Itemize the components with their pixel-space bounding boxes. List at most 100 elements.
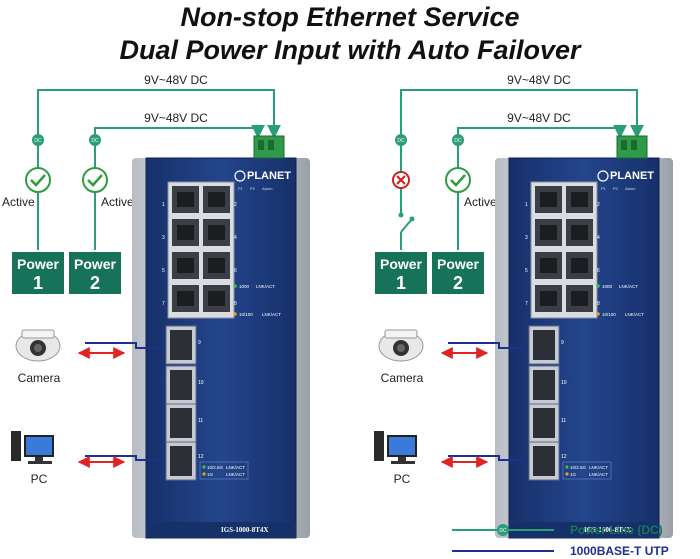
power1-box [375,252,427,294]
port-number: 8 [234,301,237,307]
dc-badge-icon [452,134,464,146]
voltage-label-mid-left: 9V~48V DC [144,111,208,125]
led-1000: 1000 [602,284,613,289]
power2-num: 2 [453,273,463,293]
led-lnkact: LNK/ACT [262,312,281,317]
pc-label: PC [394,472,411,486]
left-scenario: 9V~48V DC 9V~48V DC DC DC Active Active … [2,73,311,539]
port-number: 3 [525,235,528,241]
utp-line-camera [85,342,160,349]
power1-box [12,252,64,294]
port-number: 9 [561,340,564,346]
switch: PLANET IGS-1000-8T4X P1 P2 Alarm 1000 LN… [494,135,674,539]
power2-word: Power [74,256,117,272]
power2-box [432,252,484,294]
camera-label: Camera [18,371,61,385]
power2-status: Active [101,195,134,209]
power1-num: 1 [33,273,43,293]
voltage-label-top-right: 9V~48V DC [507,73,571,87]
title-line-2: Dual Power Input with Auto Failover [119,35,581,65]
led-p2: P2 [613,186,619,191]
led-lnkact: LNK/ACT [256,284,275,289]
power1-num: 1 [396,273,406,293]
dc-badge-label: DC [34,138,42,144]
port-number: 7 [525,301,528,307]
power1-word: Power [17,256,60,272]
led-sfp-act: LNK/ACT [589,465,608,470]
led-10-100: 10/100 [602,312,616,317]
port-number: 9 [198,340,201,346]
port-number: 11 [561,418,566,424]
dc-line-power2 [94,124,265,148]
led-lnkact: LNK/ACT [619,284,638,289]
port-number: 3 [162,235,165,241]
dc-badge-label: DC [499,528,507,534]
dc-badge-label: DC [454,138,462,144]
dc-badge-icon [497,524,509,536]
port-number: 6 [234,268,237,274]
switch: PLANET IGS-1000-8T4X P1 P2 Alarm 1000 LN… [131,135,311,539]
led-alarm: Alarm [625,186,636,191]
open-switch-icon [400,218,413,233]
port-number: 1 [162,202,165,208]
led-1000: 1000 [239,284,250,289]
led-sfp-act: LNK/ACT [226,465,245,470]
port-number: 12 [198,454,204,460]
led-p1: P1 [238,186,244,191]
pc-icon [11,431,54,464]
dc-line-power2 [457,124,627,148]
power2-status: Active [464,195,497,209]
legend: DC Power Line (DC) 1000BASE-T UTP [452,523,669,558]
port-number: 1 [525,202,528,208]
port-number: 10 [561,380,567,386]
dc-line-power1 [37,89,281,148]
utp-line-camera [448,342,523,349]
check-icon [445,167,471,193]
port-number: 5 [525,268,528,274]
camera-icon [378,329,424,362]
power1-status: Active [2,195,35,209]
led-sfp-act: LNK/ACT [589,472,608,477]
led-p2: P2 [250,186,256,191]
port-number: 4 [234,235,237,241]
dc-badge-icon [395,134,407,146]
port-number: 6 [597,268,600,274]
led-p1: P1 [601,186,607,191]
camera-icon [15,329,61,362]
port-number: 5 [162,268,165,274]
led-sfp-slow: 1G [207,472,214,477]
dc-badge-label: DC [397,138,405,144]
power1-word: Power [380,256,423,272]
led-sfp-act: LNK/ACT [226,472,245,477]
port-number: 12 [561,454,567,460]
port-number: 10 [198,380,204,386]
power2-word: Power [437,256,480,272]
port-number: 2 [234,202,237,208]
led-sfp-fast: 10/2.5G [570,465,587,470]
camera-label: Camera [381,371,424,385]
led-10-100: 10/100 [239,312,253,317]
led-lnkact: LNK/ACT [625,312,644,317]
legend-power-line: Power Line (DC) [570,523,663,537]
led-alarm: Alarm [262,186,273,191]
fail-x-icon [392,171,410,189]
power2-num: 2 [90,273,100,293]
dc-badge-label: DC [91,138,99,144]
led-sfp-slow: 1G [570,472,577,477]
dc-badge-icon [89,134,101,146]
voltage-label-top-left: 9V~48V DC [144,73,208,87]
check-icon [82,167,108,193]
led-sfp-fast: 10/2.5G [207,465,224,470]
title-line-1: Non-stop Ethernet Service [180,2,520,32]
brand-label: PLANET [610,170,654,182]
port-number: 11 [198,418,203,424]
port-number: 2 [597,202,600,208]
port-number: 7 [162,301,165,307]
dc-line-power1 [400,89,644,148]
voltage-label-mid-right: 9V~48V DC [507,111,571,125]
model-label: IGS-1000-8T4X [584,526,631,534]
port-number: 8 [597,301,600,307]
brand-label: PLANET [247,170,291,182]
dc-badge-icon [32,134,44,146]
port-number: 4 [597,235,600,241]
